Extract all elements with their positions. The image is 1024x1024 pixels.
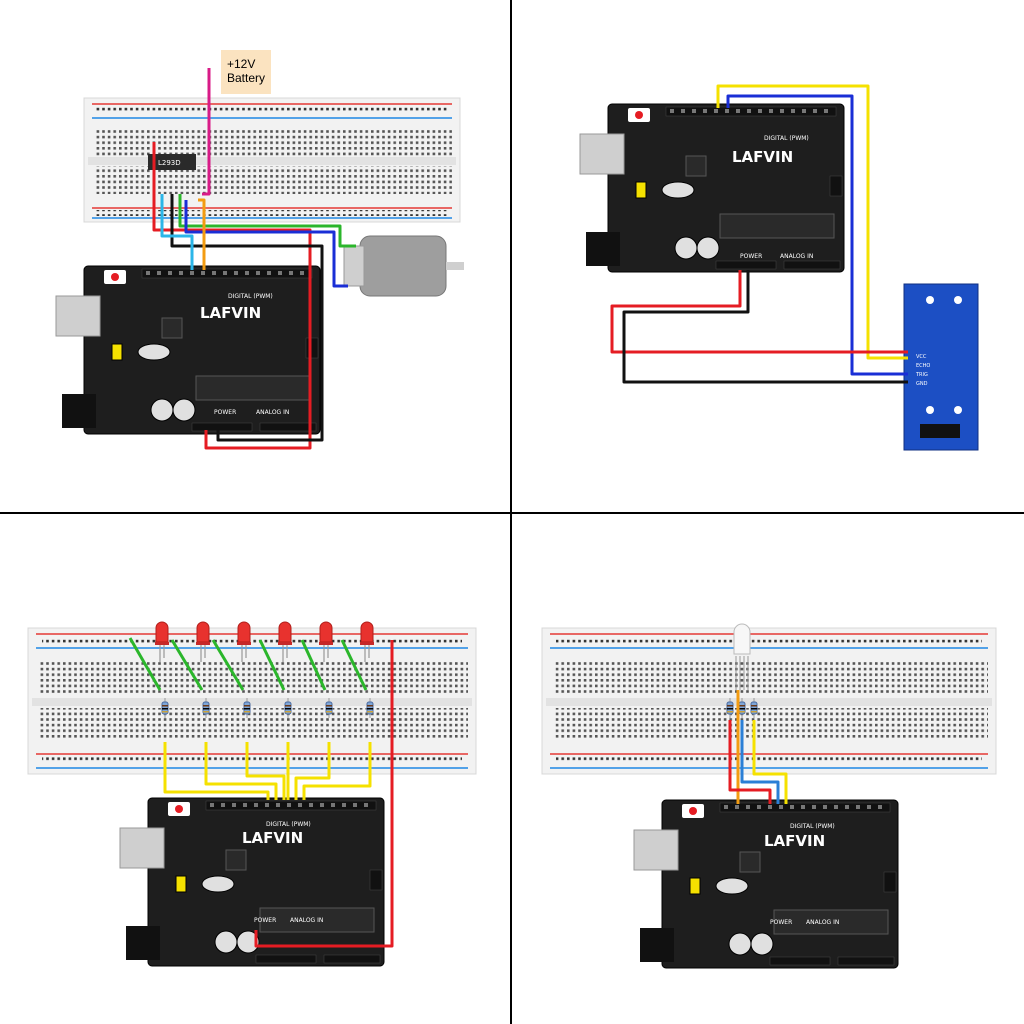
arduino-board-2 xyxy=(579,103,845,273)
arduino-brand-3: LAFVIN xyxy=(242,829,303,847)
arduino-digital-label-2: DIGITAL (PWM) xyxy=(764,135,809,142)
panel-leds: LAFVIN DIGITAL (PWM) POWER ANALOG IN xyxy=(27,621,477,967)
wires-panel-4 xyxy=(728,690,788,804)
arduino-board-3 xyxy=(119,797,385,967)
battery-line2: Battery xyxy=(227,71,265,85)
arduino-digital-label-4: DIGITAL (PWM) xyxy=(790,823,835,830)
breadboard-3 xyxy=(27,627,477,775)
dc-motor xyxy=(343,235,464,297)
arduino-digital-label-3: DIGITAL (PWM) xyxy=(266,821,311,828)
battery-label: +12V Battery xyxy=(221,50,271,94)
wires-panel-2 xyxy=(610,84,908,384)
arduino-board-4 xyxy=(633,799,899,969)
ground-wire-3 xyxy=(254,640,394,948)
green-jumpers xyxy=(128,637,368,691)
breadboard-4 xyxy=(541,627,997,775)
arduino-power-label-4: POWER xyxy=(770,919,792,926)
arduino-brand-1: LAFVIN xyxy=(200,304,261,322)
yellow-wires xyxy=(163,742,372,800)
arduino-power-label-3: POWER xyxy=(254,917,276,924)
sensor-pin-trig: TRIG xyxy=(915,372,928,378)
sensor-pin-vcc: VCC xyxy=(916,354,927,360)
battery-line1: +12V xyxy=(227,57,255,71)
arduino-brand-2: LAFVIN xyxy=(732,148,793,166)
breadboard-1 xyxy=(83,97,461,223)
arduino-brand-4: LAFVIN xyxy=(764,832,825,850)
sensor-pin-gnd: GND xyxy=(916,381,928,387)
panel-rgb: LAFVIN DIGITAL (PWM) POWER ANALOG IN xyxy=(541,623,997,969)
arduino-digital-label-1: DIGITAL (PWM) xyxy=(228,293,273,300)
arduino-power-label-2: POWER xyxy=(740,253,762,260)
arduino-analog-label-4: ANALOG IN xyxy=(806,919,839,926)
arduino-analog-label-2: ANALOG IN xyxy=(780,253,813,260)
arduino-analog-label-3: ANALOG IN xyxy=(290,917,323,924)
l293d-chip: L293D xyxy=(148,154,196,170)
arduino-power-label-1: POWER xyxy=(214,409,236,416)
wires-panel-1 xyxy=(152,68,356,450)
sensor-pin-echo: ECHO xyxy=(916,363,930,369)
panel-motor-driver: L293D +12V Battery LAFVIN DIGITAL (PWM) … xyxy=(55,50,464,450)
panel-ultrasonic: LAFVIN DIGITAL (PWM) POWER ANALOG IN VCC… xyxy=(579,84,979,451)
chip-label: L293D xyxy=(158,159,181,167)
arduino-analog-label-1: ANALOG IN xyxy=(256,409,289,416)
rgb-led xyxy=(733,623,751,690)
ultrasonic-sensor: VCC ECHO TRIG GND xyxy=(903,283,979,451)
